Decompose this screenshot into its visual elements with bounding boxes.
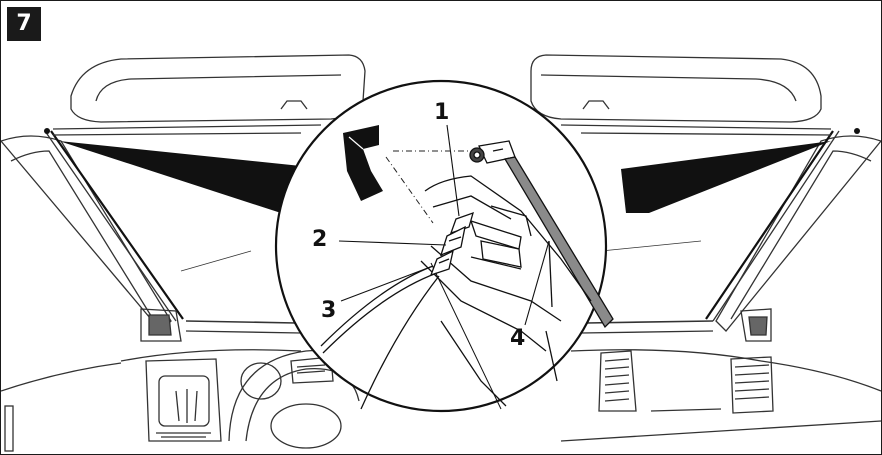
left-sunshade-wedge: [59, 141, 301, 213]
wiper-arm: [503, 156, 614, 329]
leader-line-3: [340, 265, 434, 302]
callout-label-3: 3: [321, 298, 337, 323]
step-number-badge: 7: [7, 7, 41, 41]
rotate-arrow-icon: [343, 125, 383, 201]
callout-label-4: 4: [510, 326, 526, 351]
clip-fingers: [429, 211, 474, 277]
callout-label-2: 2: [312, 227, 328, 252]
right-sunshade-wedge: [621, 141, 831, 213]
leader-line-1: [446, 124, 460, 217]
callout-label-1: 1: [434, 100, 450, 125]
leader-line-4: [524, 240, 550, 326]
leader-line-2: [338, 240, 447, 246]
right-roof-visor: [530, 54, 822, 123]
right-cab-view: [530, 54, 881, 442]
left-a-pillar: [1, 135, 172, 332]
detail-magnifier: [274, 79, 614, 413]
left-roof-visor: [70, 54, 366, 123]
clip-icon: [469, 140, 516, 164]
